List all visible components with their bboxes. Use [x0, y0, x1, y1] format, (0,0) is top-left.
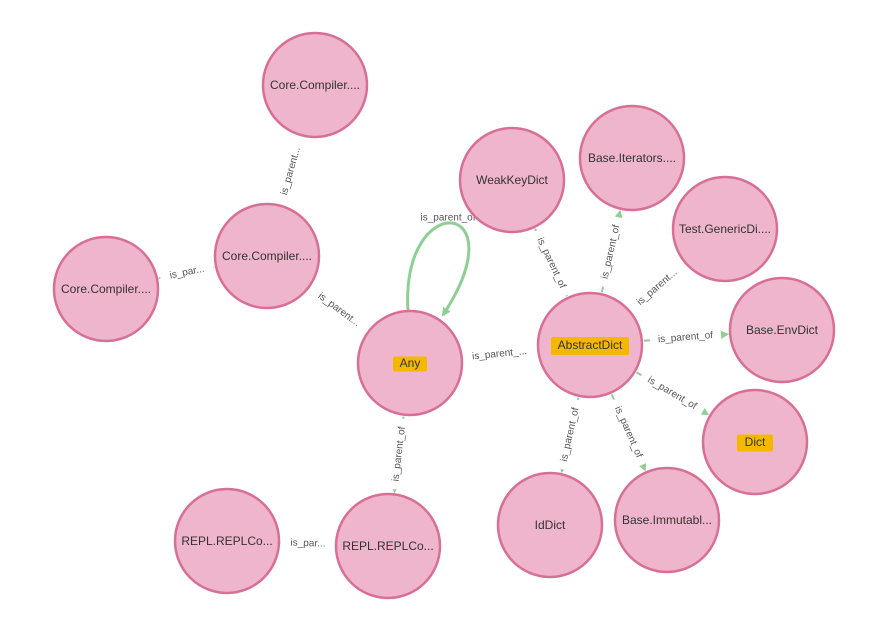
edge-abstractdict-weakkeydict[interactable]: is_parent_of	[530, 227, 572, 298]
node-immutabl[interactable]: Base.Immutabl...	[613, 466, 721, 574]
edge-label: is_par...	[169, 264, 206, 282]
edge-label-bg	[275, 135, 307, 207]
edge-abstractdict-iterators[interactable]: is_parent_of	[597, 209, 625, 293]
node-circle[interactable]	[578, 104, 686, 212]
node-circle[interactable]	[334, 492, 442, 600]
edge-label: is_parent_of	[420, 213, 475, 224]
edge-label-bg	[556, 398, 584, 471]
node-dict[interactable]: Dict	[701, 388, 809, 496]
edge-label-bg	[608, 397, 649, 468]
edge-abstractdict-envdict[interactable]: is_parent_of	[643, 328, 730, 347]
edge-any-repl_mid[interactable]: is_parent_of	[388, 416, 410, 494]
node-abstractdict[interactable]: AbstractDict	[536, 291, 644, 399]
edge-label-bg	[638, 370, 706, 417]
node-repl_mid[interactable]: REPL.REPLCo...	[334, 492, 442, 600]
edge-label: is_parent...	[316, 291, 362, 329]
edge-any-cc_mid[interactable]: is_parent...	[306, 283, 371, 336]
edge-any-any[interactable]: is_parent_of	[406, 213, 476, 317]
highlight-mark	[551, 337, 629, 355]
edge-label-bg	[626, 259, 689, 316]
node-envdict[interactable]: Base.EnvDict	[728, 276, 836, 384]
highlight-mark	[393, 356, 427, 372]
self-loop-line	[406, 221, 471, 317]
edge-label: is_parent_of	[390, 426, 408, 482]
edge-abstractdict-genericdi[interactable]: is_parent...	[626, 259, 689, 316]
nodes-layer: Core.Compiler.... Core.Compiler.... Core.C…	[52, 31, 836, 600]
edge-label: is_parent_of	[600, 224, 623, 280]
node-circle[interactable]	[173, 487, 281, 595]
edge-label-bg	[597, 215, 625, 289]
node-circle[interactable]	[671, 175, 779, 283]
node-circle[interactable]	[728, 276, 836, 384]
edge-label: is_parent_of	[658, 330, 714, 345]
edge-label-bg	[159, 261, 215, 284]
edge-cc_mid-cc_top[interactable]: is_parent...	[275, 135, 307, 207]
node-circle[interactable]	[213, 202, 321, 310]
node-cc_mid[interactable]: Core.Compiler....	[213, 202, 321, 310]
edge-label: is_parent...	[279, 146, 303, 197]
edge-label-bg	[388, 417, 410, 491]
edge-label: is_parent_...	[472, 346, 528, 362]
node-repl_left[interactable]: REPL.REPLCo...	[173, 487, 281, 595]
highlight-mark	[737, 434, 773, 452]
edge-label: is_par...	[290, 538, 325, 550]
node-iddict[interactable]: IdDict	[496, 471, 604, 579]
node-cc_top[interactable]: Core.Compiler....	[261, 31, 369, 139]
edge-repl_mid-repl_left[interactable]: is_par...	[279, 536, 336, 551]
edge-label: is_parent_of	[534, 236, 568, 291]
edge-label: is_parent_of	[645, 375, 698, 412]
node-weakkeydict[interactable]: WeakKeyDict	[458, 126, 566, 234]
edge-label-bg	[280, 536, 336, 551]
node-iterators[interactable]: Base.Iterators....	[578, 104, 686, 212]
edge-abstractdict-immutabl[interactable]: is_parent_of	[608, 394, 649, 472]
edge-label: is_parent...	[635, 267, 680, 308]
node-circle[interactable]	[613, 466, 721, 574]
edge-label: is_parent_of	[559, 406, 582, 462]
edge-label-bg	[649, 328, 722, 347]
edge-label-bg	[530, 228, 572, 298]
node-any[interactable]: Any	[356, 309, 464, 417]
node-circle[interactable]	[52, 235, 160, 343]
node-circle[interactable]	[458, 126, 566, 234]
node-cc_left[interactable]: Core.Compiler....	[52, 235, 160, 343]
edge-abstractdict-dict[interactable]: is_parent_of	[636, 370, 710, 417]
node-circle[interactable]	[261, 31, 369, 139]
edge-any-abstractdict[interactable]: is_parent_...	[460, 344, 539, 364]
edge-cc_mid-cc_left[interactable]: is_par...	[157, 261, 215, 284]
edge-abstractdict-iddict[interactable]: is_parent_of	[556, 397, 584, 474]
node-circle[interactable]	[496, 471, 604, 579]
edge-label-bg	[306, 283, 371, 336]
edge-label: is_parent_of	[612, 405, 644, 460]
node-genericdi[interactable]: Test.GenericDi....	[671, 175, 779, 283]
edge-label-bg	[460, 344, 539, 364]
